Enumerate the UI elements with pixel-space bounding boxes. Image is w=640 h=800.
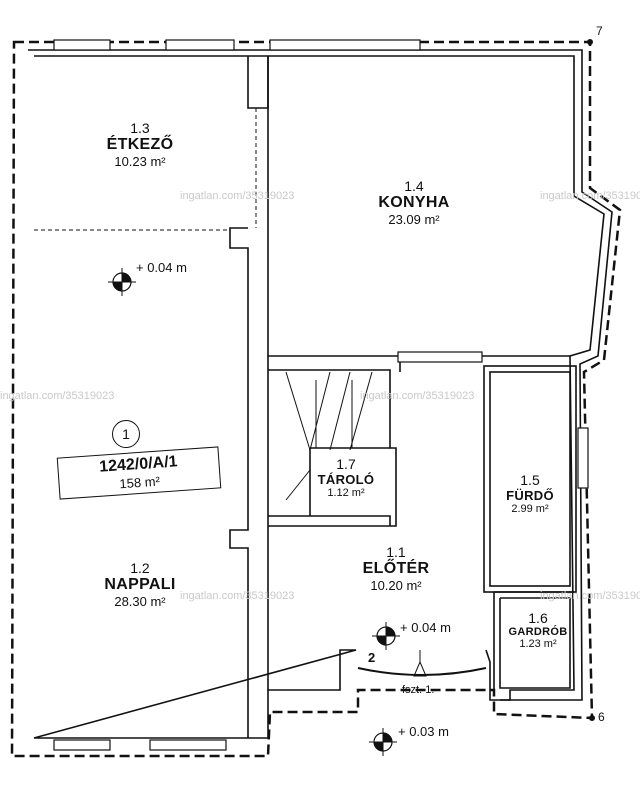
room-label-furdo: 1.5 FÜRDŐ 2.99 m² [506, 472, 554, 515]
room-number: 1.4 [404, 178, 424, 194]
level-text-nappali: + 0.04 m [136, 260, 187, 275]
room-name: KONYHA [378, 194, 450, 211]
door-number: 2 [368, 650, 376, 665]
watermark: ingatlan.com/35319023 [180, 190, 295, 202]
corner-point-6 [589, 715, 595, 721]
room-name: TÁROLÓ [317, 472, 375, 487]
windows [53, 39, 589, 751]
watermark: ingatlan.com/35319023 [360, 390, 475, 402]
entrance-label: fszt. 1. [402, 684, 435, 696]
room-label-etkezo: 1.3 ÉTKEZŐ 10.23 m² [107, 120, 174, 169]
watermark: ingatlan.com/35319023 [540, 590, 640, 602]
walls [28, 49, 613, 739]
room-label-gardrob: 1.6 GARDRÓB 1.23 m² [509, 610, 568, 650]
room-area: 10.23 m² [114, 154, 166, 169]
room-area: 1.12 m² [327, 487, 365, 499]
level-text-outside: + 0.03 m [398, 724, 449, 739]
room-label-konyha: 1.4 KONYHA 23.09 m² [378, 178, 449, 227]
level-markers [108, 268, 400, 756]
level-marker-eloter [372, 622, 400, 650]
room-number: 1.5 [520, 472, 540, 488]
room-area: 28.30 m² [114, 594, 166, 609]
corner-point-7 [587, 39, 593, 45]
room-name: NAPPALI [104, 576, 176, 593]
watermark: ingatlan.com/35319023 [0, 390, 115, 402]
watermark: ingatlan.com/35319023 [540, 190, 640, 202]
level-text-eloter: + 0.04 m [400, 620, 451, 635]
room-number: 1.2 [130, 560, 150, 576]
room-label-nappali: 1.2 NAPPALI 28.30 m² [104, 560, 175, 609]
watermark: ingatlan.com/35319023 [180, 590, 295, 602]
room-number: 1.1 [386, 544, 406, 560]
room-number: 1.3 [130, 120, 150, 136]
room-area: 10.20 m² [370, 578, 422, 593]
room-label-eloter: 1.1 ELŐTÉR 10.20 m² [363, 544, 430, 593]
staircase [285, 371, 373, 501]
room-area: 2.99 m² [511, 503, 549, 515]
room-area: 23.09 m² [388, 212, 440, 227]
room-name: ÉTKEZŐ [106, 136, 174, 153]
entrance-door [357, 650, 487, 677]
corner-label-6: 6 [598, 710, 605, 724]
room-name: FÜRDŐ [506, 488, 554, 503]
level-marker-nappali [108, 268, 136, 296]
level-marker-outside [369, 728, 397, 756]
room-split-lines [34, 108, 269, 516]
corner-label-7: 7 [596, 24, 603, 38]
room-number: 1.7 [336, 456, 356, 472]
room-name: ELŐTÉR [362, 560, 430, 577]
room-name: GARDRÓB [508, 626, 568, 638]
room-label-tarolo: 1.7 TÁROLÓ 1.12 m² [318, 456, 375, 499]
room-number: 1.6 [528, 610, 548, 626]
plot-number-circle: 1 [112, 420, 140, 448]
room-area: 1.23 m² [519, 638, 557, 650]
